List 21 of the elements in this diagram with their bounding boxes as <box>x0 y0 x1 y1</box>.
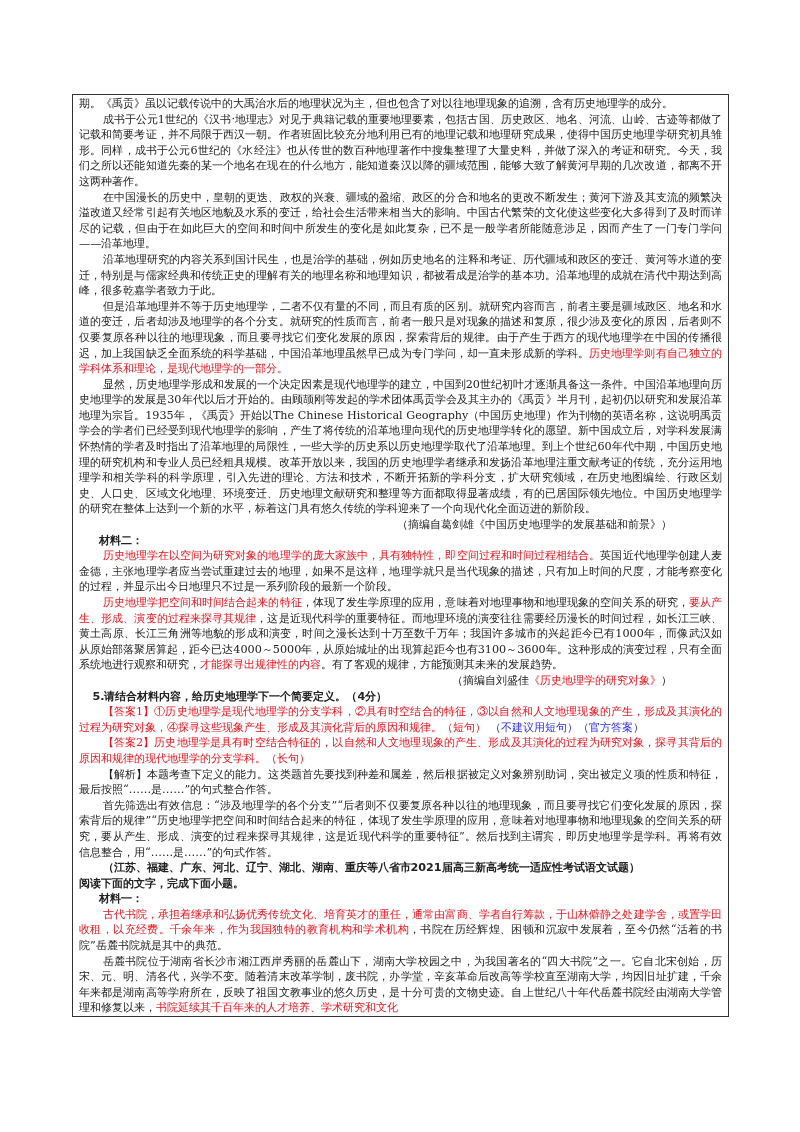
analysis-text: 【解析】本题考查下定义的能力。这类题首先要找到种差和属差，然后根据被定义对象辨别助词，突出被定义项的性质和特征，最后按照“……是……”的句式整合作答。 <box>79 766 722 798</box>
paragraph: 岳麓书院位于湖南省长沙市湘江西岸秀丽的岳麓山下，湖南大学校园之中，为我国著名的“四大书院”之一。它自北宋创始，历宋、元、明、清各代，兴学不变。随着清末改革学制，废书院，办学堂，辛亥革命后改高等学校直至湖南大学，均因旧址扩建，千余年来都是湖南高等学府所在，反映了祖国文教事业的悠久历史，是十分可贵的文物史迹。自上世纪八十年代岳麓书院经由湖南大学管理和修复以来，书院延续其千百年来的人才培养、学术研究和文化 <box>79 953 722 1017</box>
paragraph: 历史地理学把空间和时间结合起来的特征，体现了发生学原理的应用，意味着对地理事物和地理现象的空间关系的研究，要从产生、形成、演变的过程来探寻其规律，这是近现代科学的重要特征。而地理环境的演变往往需要经历漫长的时间过程，如长江三峡、黄土高原、长江三角洲等地貌的形成和演变，时间之漫长达到十万至数千万年；我国许多城市的兴起距今已有1000年，而像武汉如从原始部落聚居算起，距今已达4000～5000年，从原始城址的出现算起距今也有3100～3600年。这种形成的演变过程，只有全面系统地进行观察和研究，才能探寻出规律性的内容。有了客观的规律，方能预测其未来的发展趋势。 <box>79 595 722 673</box>
instruction-text: 阅读下面的文字，完成下面小题。 <box>79 875 245 892</box>
section-heading: 材料一： <box>98 891 145 907</box>
source-citation: （摘编自葛剑雄《中国历史地理学的发展基础和前景》） <box>396 517 673 533</box>
paragraph: 但是沿革地理并不等于历史地理学，二者不仅有量的不同，而且有质的区别。就研究内容而言，前者主要是疆域政区、地名和水道的变迁，后者却涉及地理学的各个分支。就研究的性质而言，前者一般只是对现象的描述和复原，很少涉及变化的原因，后者则不仅要复原各种以往的地理现象，而且要寻找它们变化发展的原因，探索背后的规律。由于产生于西方的现代地理学在中国的传播很迟，加上我国缺乏全面系统的科学基础，中国沿革地理虽然早已成为专门学问，却一直未形成新的学科。历史地理学则有自己独立的学科体系和理论，是现代地理学的一部分。 <box>79 298 722 377</box>
paragraph: 期。《禹贡》虽以记载传说中的大禹治水后的地理状况为主，但也包含了对以往地理现象的追溯，含有历史地理学的成分。 <box>79 96 674 112</box>
analysis-text: 首先筛选出有效信息：“涉及地理学的各个分支”“后者则不仅要复原各种以往的地理现象，而且要寻找它们变化发展的原因，探索背后的规律”“历史地理学把空间和时间结合起来的特征，体现了发生学原理的应用，意味着对地理事物和地理现象的空间关系的研究，要从产生、形成、演变的过程来探寻其规律，这是近现代科学的重要特征”。然后找到主谓宾，即历史地理学是学科。再将有效信息整合，用“……是……”的句式作答。 <box>79 797 722 861</box>
section-heading: 材料二： <box>98 532 145 549</box>
answer-text: 【答案1】①历史地理学是现代地理学的分支学科，②具有时空结合的特征，③以自然和人文地理现象的产生，形成及其演化的过程为研究对象，④探寻这些现象产生、形成及其演化背后的原因和规律。（短句） （不建议用短句）（官方答案） <box>79 704 722 736</box>
paragraph: 显然，历史地理学形成和发展的一个决定因素是现代地理学的建立，中国到20世纪初叶才逐渐具备这一条件。中国沿革地理向历史地理学的发展是30年代以后才开始的。由顾颉刚等发起的学术团体禹贡学会及其主办的《禹贡》半月刊，起初仍以研究和发展沿革地理为宗旨。1935年，《禹贡》开始以The Chinese Historical Geography（中国历史地理）作为刊物的英语名称，这说明禹贡学会的学者们已经受到现代地理学的影响，产生了将传统的沿革地理向现代的历史地理学转化的愿望。新中国成立后，对学科发展满怀热情的学者及时指出了沿革地理的局限性，一些大学的历史系以历史地理学取代了沿革地理。到上个世纪60年代中期，中国历史地理的研究机构和专业人员已经粗具规模。改革开放以来，我国的历史地理学者继承和发扬沿革地理注重文献考证的传统，充分运用地理学和相关学科的科学原理，引入先进的理论、方法和技术，不断开拓新的学科分支，扩大研究领域，在历史地图编绘、行政区划史、人口史、区域文化地理、环境变迁、历史地理文献研究和整理等方面都取得显著成绩，有的已居国际领先地位。中国历史地理学的研究在整体上达到一个新的水平，标着这门具有悠久传统的学科迎来了一个向现代化全面迈进的新阶段。 <box>79 376 722 518</box>
paragraph: 历史地理学在以空间为研究对象的地理学的庞大家族中，具有独特性，即空间过程和时间过程相结合。英国近代地理学创建人麦金德，主张地理学者应当尝试重建过去的地理，如果不是这样，地理学就只是当代现象的描述，只有加上时间的尺度，才能考察变化的过程，并显示出今日地理只不过是一系列阶段的最新一个阶段。 <box>79 548 722 595</box>
paragraph: 成书于公元1世纪的《汉书·地理志》对见于典籍记载的重要地理要素，包括古国、历史政区、地名、河流、山岭、古迹等都做了记载和简要考证，并不局限于西汉一朝。作者班固比较充分地利用已有的地理记载和地理研究成果，使得中国历史地理学研究初具雏形。同样，成书于公元6世纪的《水经注》也从传世的数百种地理著作中搜集整理了大量史料，并做了深入的考证和研究。今天，我们之所以还能知道先秦的某一个地名在现在的什么地方，能知道秦汉以降的疆域范围，能够大致了解黄河早期的几次改道，都离不开这两种著作。 <box>79 111 722 190</box>
paragraph: 古代书院，承担着继承和弘扬优秀传统文化、培育英才的重任，通常由富商、学者自行筹款，于山林僻静之处建学舍，或置学田收租，以充经费。千余年来，作为我国独特的教育机构和学术机构，书院在历经辉煌、困顿和沉寂中发展着，至今仍然“活着的书院”岳麓书院就是其中的典范。 <box>79 906 722 954</box>
answer-text: 【答案2】历史地理学是具有时空结合特征的，以自然和人文地理现象的产生、形成及其演化的过程为研究对象，探寻其背后的原因和规律的现代地理学的分支学科。（长句） <box>79 735 722 767</box>
paragraph: 在中国漫长的历史中，皇朝的更迭、政权的兴衰、疆域的盈缩、政区的分合和地名的更改不断发生；黄河下游及其支流的频繁决溢改道又经常引起有关地区地貌及水系的变迁，给社会生活带来相当大的影响。中国古代繁荣的文化使这些变化大多得到了及时而详尽的记载，但由于在如此巨大的空间和时间中所发生的变化是如此复杂，已不是一般学者所能随意涉足，因而产生了一门专门学问——沿革地理。 <box>79 189 722 252</box>
question-text: 5.请结合材料内容，给历史地理学下一个简要定义。（4分） <box>91 688 389 705</box>
paragraph: 沿革地理研究的内容关系到国计民生，也是治学的基础，例如历史地名的注释和考证、历代疆域和政区的变迁、黄河等水道的变迁，特别是与儒家经典和传统正史的理解有关的地理名称和地理知识，都被看成是治学的基本功。沿革地理的成就在清代中期达到高峰，很多乾嘉学者致力于此。 <box>79 251 722 299</box>
exam-source-heading: （江苏、福建、广东、河北、辽宁、湖北、湖南、重庆等八省市2021届高三新高考统一适应性考试语文试题） <box>101 860 641 876</box>
source-citation: （摘编自刘盛佳《历史地理学的研究对象》） <box>451 672 673 689</box>
